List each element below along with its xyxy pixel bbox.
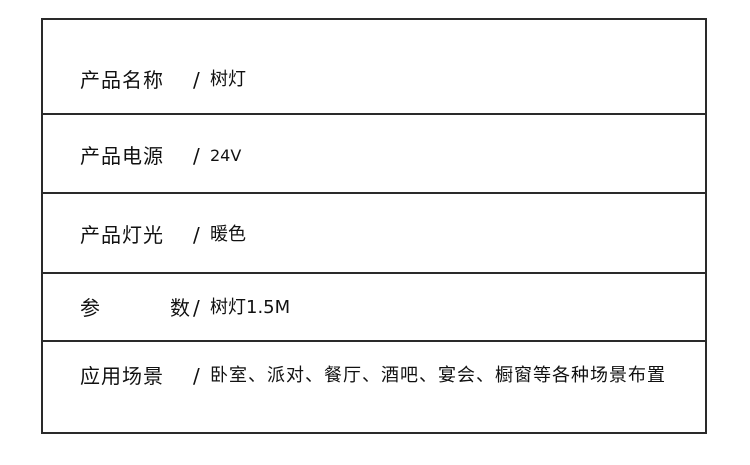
- spec-label-char: 参: [80, 296, 101, 320]
- spec-label: 产品名称: [80, 68, 164, 92]
- spec-table: 产品名称 / 树灯 产品电源 / 24V 产品灯光 / 暖色 参 数 / 树灯1…: [41, 18, 707, 434]
- spec-row-power: 产品电源 / 24V: [43, 115, 705, 194]
- spec-value: 卧室、派对、餐厅、酒吧、宴会、橱窗等各种场景布置: [210, 365, 666, 386]
- spec-label: 产品灯光: [80, 223, 164, 247]
- spec-separator: /: [193, 144, 200, 168]
- spec-label: 产品电源: [80, 144, 164, 168]
- spec-row-application: 应用场景 / 卧室、派对、餐厅、酒吧、宴会、橱窗等各种场景布置: [43, 342, 705, 434]
- spec-separator: /: [193, 223, 200, 247]
- spec-value: 树灯1.5M: [210, 297, 291, 318]
- spec-label-char: 数: [170, 296, 191, 320]
- spec-separator: /: [193, 68, 200, 92]
- spec-value: 暖色: [210, 224, 246, 245]
- spec-value: 树灯: [210, 69, 246, 90]
- spec-row-product-name: 产品名称 / 树灯: [43, 20, 705, 115]
- spec-row-light: 产品灯光 / 暖色: [43, 194, 705, 274]
- spec-label: 参 数: [80, 296, 191, 320]
- spec-label: 应用场景: [80, 364, 164, 388]
- spec-row-parameters: 参 数 / 树灯1.5M: [43, 274, 705, 342]
- spec-value: 24V: [210, 146, 242, 165]
- spec-separator: /: [193, 364, 200, 388]
- spec-separator: /: [193, 296, 200, 320]
